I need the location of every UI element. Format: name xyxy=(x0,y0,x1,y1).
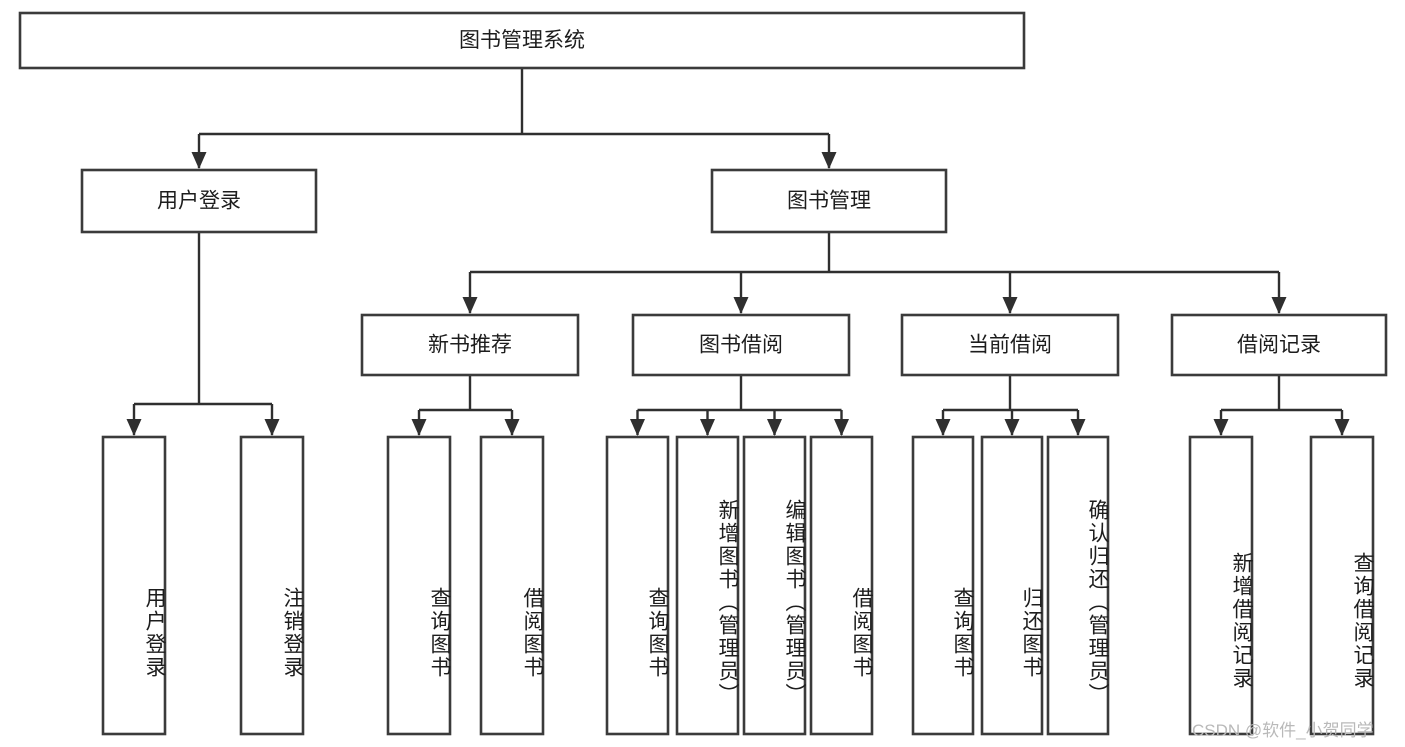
node-box-leaf-query-borrow-record[interactable] xyxy=(1309,435,1375,736)
arrow-head-icon xyxy=(1002,297,1018,314)
node-box-leaf-query-book-current[interactable] xyxy=(911,435,975,736)
arrow-head-icon xyxy=(1070,419,1086,436)
node-box-new-book-recommend[interactable] xyxy=(360,313,580,377)
node-box-leaf-borrow-book-rec[interactable] xyxy=(479,435,545,736)
node-box-leaf-add-borrow-record[interactable] xyxy=(1188,435,1254,736)
node-box-leaf-add-book-admin[interactable] xyxy=(675,435,740,736)
arrow-head-icon xyxy=(1213,419,1229,436)
arrow-head-icon xyxy=(1334,419,1350,436)
node-box-current-borrow[interactable] xyxy=(900,313,1120,377)
arrow-head-icon xyxy=(935,419,951,436)
node-box-leaf-edit-book-admin[interactable] xyxy=(742,435,807,736)
node-box-user-login[interactable] xyxy=(80,168,318,234)
node-label-new-book-recommend: 新书推荐 xyxy=(428,334,512,357)
node-box-leaf-user-login[interactable] xyxy=(101,435,167,736)
arrow-head-icon xyxy=(821,152,837,169)
node-box-leaf-query-book-borrow[interactable] xyxy=(605,435,670,736)
arrow-head-icon xyxy=(462,297,478,314)
node-label-current-borrow: 当前借阅 xyxy=(968,334,1052,357)
node-box-book-manage[interactable] xyxy=(710,168,948,234)
node-box-leaf-confirm-return-admin[interactable] xyxy=(1046,435,1110,736)
arrow-head-icon xyxy=(1004,419,1020,436)
node-label-root: 图书管理系统 xyxy=(459,29,585,52)
arrow-head-icon xyxy=(504,419,520,436)
arrow-head-icon xyxy=(733,297,749,314)
connector-layer xyxy=(126,68,1350,436)
node-box-leaf-query-book-rec[interactable] xyxy=(386,435,452,736)
arrow-head-icon xyxy=(126,419,142,436)
node-box-book-borrow[interactable] xyxy=(631,313,851,377)
arrow-head-icon xyxy=(834,419,849,436)
arrow-head-icon xyxy=(411,419,427,436)
node-box-borrow-record[interactable] xyxy=(1170,313,1388,377)
node-label-book-manage: 图书管理 xyxy=(787,190,871,213)
node-box-root[interactable] xyxy=(18,11,1026,70)
arrow-head-icon xyxy=(700,419,715,436)
arrow-head-icon xyxy=(630,419,645,436)
node-label-book-borrow: 图书借阅 xyxy=(699,334,783,357)
arrow-head-icon xyxy=(191,152,207,169)
watermark: CSDN @软件_小贺同学 xyxy=(1192,721,1374,740)
node-box-leaf-return-book[interactable] xyxy=(980,435,1044,736)
arrow-head-icon xyxy=(1271,297,1287,314)
node-box-leaf-logout-login[interactable] xyxy=(239,435,305,736)
node-box-leaf-borrow-book[interactable] xyxy=(809,435,874,736)
arrow-head-icon xyxy=(767,419,782,436)
node-box-layer xyxy=(18,11,1388,736)
arrow-head-icon xyxy=(264,419,280,436)
node-label-borrow-record: 借阅记录 xyxy=(1237,334,1321,357)
node-label-user-login: 用户登录 xyxy=(157,190,241,213)
